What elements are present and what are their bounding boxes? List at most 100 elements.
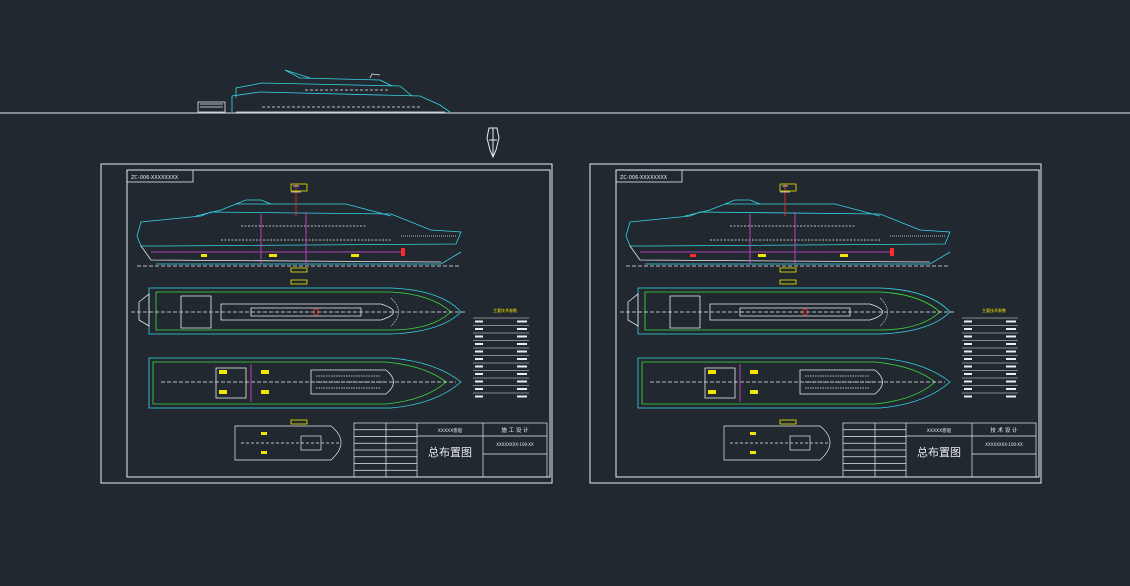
saloon-outline bbox=[709, 303, 883, 321]
bow-marker bbox=[890, 248, 894, 256]
stern-platform bbox=[138, 293, 150, 327]
engine-plan-marker-a bbox=[261, 432, 267, 435]
side-profile-view[interactable] bbox=[625, 183, 951, 273]
seating-block bbox=[739, 307, 851, 317]
bottom-line bbox=[140, 245, 442, 263]
inner-deck-line bbox=[155, 291, 452, 331]
particulars-value bbox=[1006, 335, 1016, 338]
particulars-label bbox=[964, 388, 972, 390]
bow-seating bbox=[390, 297, 399, 327]
engine-plan-marker-b bbox=[261, 451, 267, 454]
view-label-side-box bbox=[290, 183, 308, 192]
sheet-right-drawing-number: ZC-006-XXXXXXXX bbox=[0, 0, 9, 1]
lower-hull-outline bbox=[637, 357, 951, 409]
wheelhouse-outline bbox=[235, 199, 272, 205]
engine-room-plan[interactable] bbox=[723, 425, 831, 461]
sheet-outer-frame bbox=[100, 163, 553, 484]
helm-station bbox=[312, 308, 320, 316]
aft-cabin bbox=[669, 295, 701, 329]
title-block-stage: 技 术 设 计 bbox=[990, 426, 1018, 434]
particulars-value bbox=[517, 380, 527, 383]
drawing-number-label: ZC-006-XXXXXXXX bbox=[620, 175, 668, 181]
view-label-engine-box bbox=[290, 419, 308, 425]
overview-ship-profile[interactable] bbox=[197, 69, 451, 113]
sheet-inner-frame bbox=[615, 169, 1040, 478]
particulars-label bbox=[475, 328, 483, 330]
main-deck-plan[interactable] bbox=[131, 279, 466, 335]
engine-room-plan[interactable] bbox=[234, 425, 342, 461]
lower-deck-plan[interactable] bbox=[148, 357, 462, 425]
gen-stbd bbox=[261, 390, 269, 394]
drawing-number-label: ZC-006-XXXXXXXX bbox=[131, 175, 179, 181]
particulars-label bbox=[964, 365, 972, 368]
title-block-drawing-no: XXXXXXXX-100-XX bbox=[985, 442, 1023, 447]
tank-marker-a bbox=[758, 254, 766, 257]
engine-stbd bbox=[219, 390, 227, 394]
particulars-heading: 主要技术参数 bbox=[982, 307, 1006, 313]
engine-plan-room bbox=[789, 435, 811, 451]
inner-deck-line bbox=[644, 291, 941, 331]
particulars-label bbox=[964, 373, 972, 375]
particulars-value bbox=[1006, 380, 1016, 383]
sheet-outer-frame bbox=[589, 163, 1042, 484]
particulars-value bbox=[517, 350, 527, 353]
engine-room bbox=[704, 367, 736, 399]
aft-cabin bbox=[180, 295, 212, 329]
engine-port bbox=[219, 370, 227, 374]
keel-line bbox=[156, 251, 462, 265]
tank-marker-c bbox=[690, 254, 696, 257]
gen-port bbox=[750, 370, 758, 374]
tank-marker-b bbox=[351, 254, 359, 257]
view-label-engine-box bbox=[779, 419, 797, 425]
engine-plan-outline bbox=[723, 425, 831, 461]
superstructure-outline bbox=[684, 203, 881, 217]
tank-marker-b bbox=[840, 254, 848, 257]
particulars-value bbox=[517, 395, 527, 398]
particulars-value bbox=[517, 365, 527, 368]
mast-crosstrees bbox=[780, 185, 790, 193]
superstructure-outline bbox=[195, 203, 392, 217]
hull-outline bbox=[625, 211, 951, 247]
bow-marker bbox=[401, 248, 405, 256]
lower-inner-line bbox=[152, 361, 447, 405]
particulars-label bbox=[475, 335, 483, 338]
gen-stbd bbox=[750, 390, 758, 394]
lower-deck-plan[interactable] bbox=[637, 357, 951, 425]
particulars-label bbox=[964, 395, 972, 398]
title-block-ship: XXXXX客船 bbox=[927, 427, 952, 434]
tank-marker-c bbox=[201, 254, 207, 257]
title-block-drawing-no: XXXXXXXX-100-XX bbox=[496, 442, 534, 447]
engine-plan-marker-a bbox=[750, 432, 756, 435]
view-label-main-deck-box bbox=[290, 267, 308, 273]
engine-room bbox=[215, 367, 247, 399]
particulars-value bbox=[1006, 343, 1016, 345]
particulars-value bbox=[1006, 395, 1016, 398]
particulars-label bbox=[964, 320, 972, 323]
side-profile-view[interactable] bbox=[136, 183, 462, 273]
particulars-value bbox=[1006, 320, 1016, 323]
stern-platform bbox=[627, 293, 639, 327]
particulars-label bbox=[964, 335, 972, 338]
particulars-label bbox=[964, 380, 972, 383]
particulars-label bbox=[475, 350, 483, 353]
seating-block bbox=[250, 307, 362, 317]
view-label-side-box bbox=[779, 183, 797, 192]
particulars-value bbox=[1006, 328, 1016, 330]
particulars-label bbox=[475, 373, 483, 375]
main-deck-plan[interactable] bbox=[620, 279, 955, 335]
particulars-label bbox=[475, 358, 483, 360]
deck-outline bbox=[148, 287, 462, 335]
particulars-value bbox=[517, 328, 527, 330]
bow-seating bbox=[879, 297, 888, 327]
view-label-lower-box bbox=[290, 279, 308, 285]
drawing-number-box bbox=[615, 169, 683, 183]
engine-plan-marker-b bbox=[750, 451, 756, 454]
particulars-value bbox=[1006, 365, 1016, 368]
particulars-label bbox=[475, 320, 483, 323]
particulars-label bbox=[475, 388, 483, 390]
